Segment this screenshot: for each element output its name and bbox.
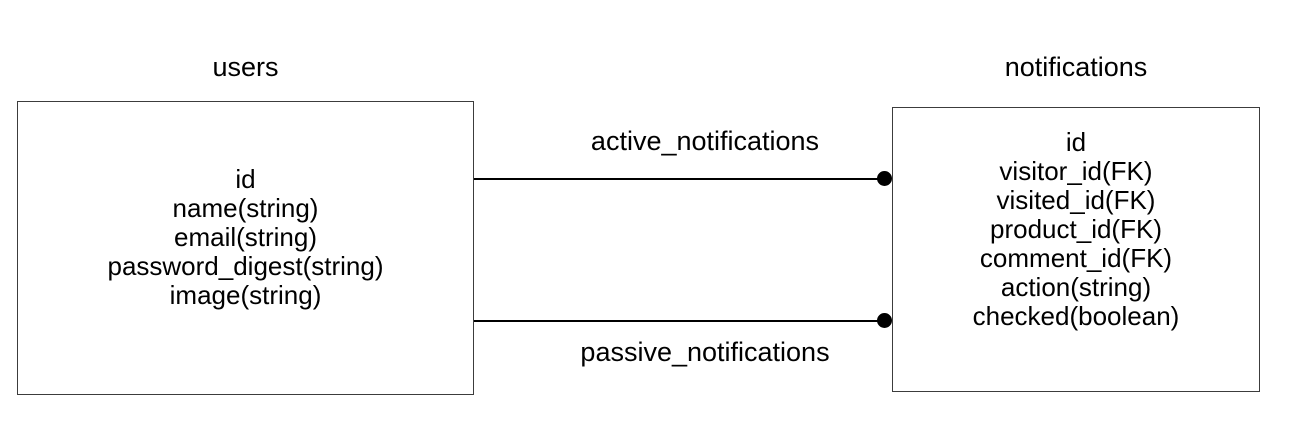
field-list-notifications: id visitor_id(FK) visited_id(FK) product… [892, 128, 1260, 331]
field-row: id [1065, 127, 1087, 157]
relationship-connector-active-notifications[interactable] [474, 178, 886, 180]
field-row: product_id(FK) [990, 214, 1162, 244]
field-row: email(string) [173, 222, 318, 252]
field-row: action(string) [1000, 272, 1152, 302]
field-row: password_digest(string) [107, 251, 384, 281]
field-row: visitor_id(FK) [999, 156, 1153, 186]
relationship-endpoint-dot-active-notifications [877, 171, 892, 186]
relationship-label-active-notifications: active_notifications [590, 126, 820, 156]
entity-title-notifications: notifications [1004, 52, 1148, 82]
entity-box-notifications[interactable] [892, 107, 1260, 392]
entity-box-users[interactable] [17, 101, 474, 395]
field-row: comment_id(FK) [979, 243, 1173, 273]
field-row: name(string) [172, 193, 319, 223]
field-row: image(string) [169, 280, 322, 310]
field-list-users: id name(string) email(string) password_d… [17, 165, 474, 310]
relationship-connector-passive-notifications[interactable] [474, 320, 886, 322]
relationship-endpoint-dot-passive-notifications [877, 313, 892, 328]
entity-title-users: users [212, 52, 279, 82]
field-row: id [235, 164, 256, 194]
field-row: visited_id(FK) [996, 185, 1156, 215]
field-row: checked(boolean) [972, 301, 1180, 331]
relationship-label-passive-notifications: passive_notifications [580, 337, 830, 367]
